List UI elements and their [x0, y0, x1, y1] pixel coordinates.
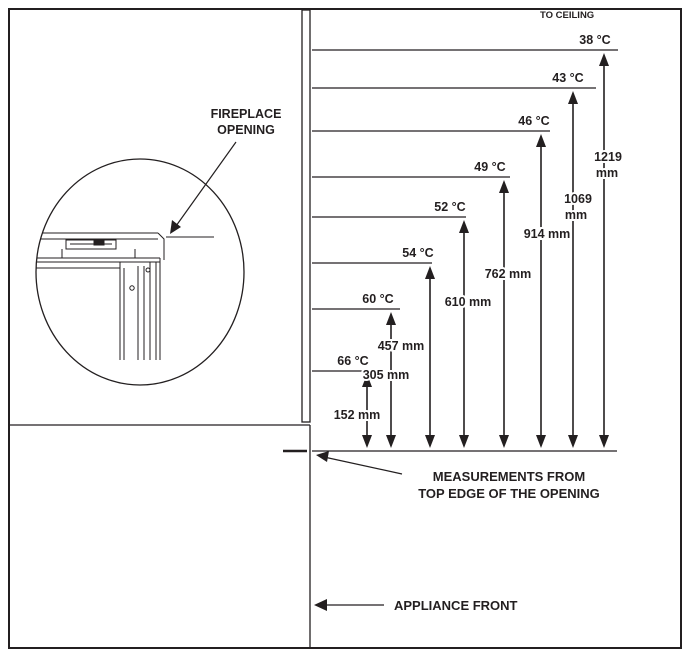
- arrowhead-up: [536, 134, 546, 147]
- temperature-label: 46 °C: [518, 114, 549, 128]
- distance-label: 762 mm: [485, 267, 532, 281]
- distance-label: mm: [596, 166, 618, 180]
- temperature-label: 49 °C: [474, 160, 505, 174]
- distance-label: 152 mm: [334, 408, 381, 422]
- wall-strip: [301, 9, 311, 423]
- distance-label: 1069: [564, 192, 592, 206]
- temperature-label: 52 °C: [434, 200, 465, 214]
- arrowhead-up: [499, 180, 509, 193]
- arrowhead-up: [599, 53, 609, 66]
- measurements-pointer: [316, 451, 403, 475]
- arrowhead-down: [386, 435, 396, 448]
- arrowhead-down: [362, 435, 372, 448]
- distance-label: mm: [565, 208, 587, 222]
- outer-frame: [8, 8, 682, 649]
- arrowhead-up: [425, 266, 435, 279]
- fireplace-detail: [36, 232, 165, 360]
- arrowhead-up: [568, 91, 578, 104]
- temperature-levels: 66 °C 152 mm 60 °C 305 mm 54 °C 457 mm 52 °C 61…: [312, 33, 624, 448]
- arrowhead-down: [459, 435, 469, 448]
- appliance-front-pointer: [314, 599, 384, 611]
- to-ceiling-label: TO CEILING: [540, 10, 594, 21]
- measurements-label-line2: TOP EDGE OF THE OPENING: [418, 486, 600, 501]
- arrowhead-up: [386, 312, 396, 325]
- arrowhead-down: [568, 435, 578, 448]
- temperature-label: 54 °C: [402, 246, 433, 260]
- temperature-label: 38 °C: [579, 33, 610, 47]
- fireplace-opening-pointer: [170, 141, 237, 234]
- fireplace-opening-label-line1: FIREPLACE: [211, 107, 282, 121]
- distance-label: 914 mm: [524, 227, 571, 241]
- appliance-front-label: APPLIANCE FRONT: [394, 598, 518, 613]
- distance-label: 1219: [594, 150, 622, 164]
- fireplace-opening-label-line2: OPENING: [217, 123, 275, 137]
- temperature-label: 60 °C: [362, 292, 393, 306]
- distance-label: 457 mm: [378, 339, 425, 353]
- temperature-label: 66 °C: [337, 354, 368, 368]
- arrowhead-down: [499, 435, 509, 448]
- measurements-label-line1: MEASUREMENTS FROM: [433, 469, 585, 484]
- detail-circle: [35, 158, 245, 386]
- arrowhead-up: [362, 374, 372, 387]
- distance-label: 305 mm: [363, 368, 410, 382]
- distance-label: 610 mm: [445, 295, 492, 309]
- arrowhead-down: [536, 435, 546, 448]
- arrowhead-down: [599, 435, 609, 448]
- arrowhead-up: [459, 220, 469, 233]
- arrowhead-down: [425, 435, 435, 448]
- temperature-label: 43 °C: [552, 71, 583, 85]
